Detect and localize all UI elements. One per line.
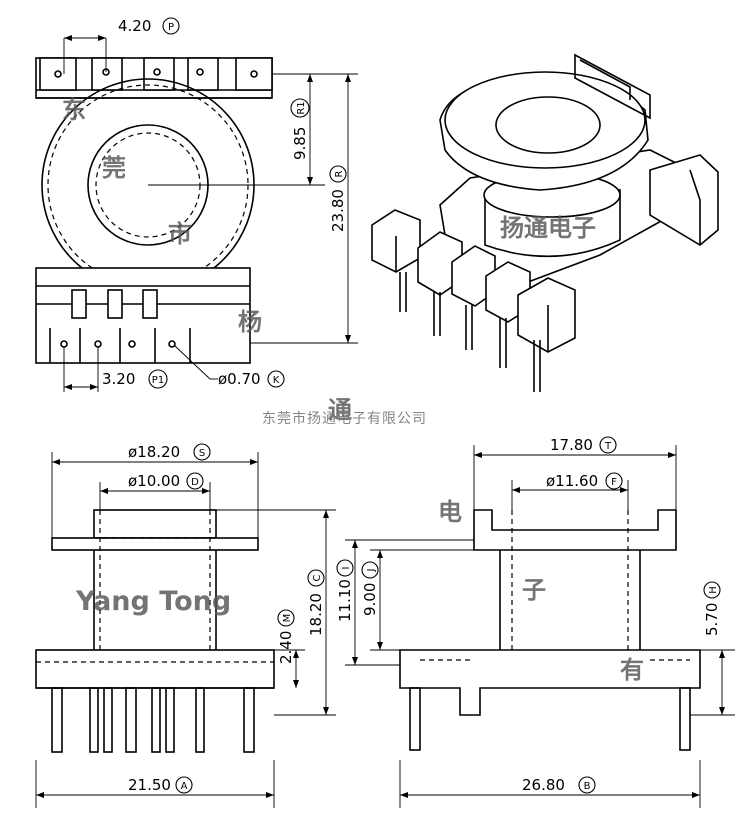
watermark-char-3: 市 xyxy=(168,220,192,248)
dim-pitch-bottom: 3.20 P1 xyxy=(102,369,168,389)
watermark-char-8: 有 xyxy=(620,656,644,684)
watermark-center-label: 扬通电子 xyxy=(500,214,596,242)
svg-text:9.00: 9.00 xyxy=(361,583,379,616)
dim-base-height: 2.40 M xyxy=(277,609,295,664)
svg-text:F: F xyxy=(611,477,617,488)
svg-text:R1: R1 xyxy=(296,101,307,114)
svg-text:P: P xyxy=(168,22,174,33)
svg-text:2.40: 2.40 xyxy=(277,631,295,664)
svg-text:B: B xyxy=(584,781,591,792)
svg-text:K: K xyxy=(273,375,280,386)
watermark-char-7: 子 xyxy=(522,576,546,604)
watermark-english: Yang Tong xyxy=(76,586,232,617)
dim-pin-length: 5.70 H xyxy=(703,581,721,636)
watermark-char-1: 东 xyxy=(62,96,86,124)
dim-width: 21.50 A xyxy=(128,776,193,794)
svg-text:D: D xyxy=(191,477,199,488)
svg-text:21.50: 21.50 xyxy=(128,776,171,794)
top-view xyxy=(35,35,358,392)
svg-text:17.80: 17.80 xyxy=(550,436,593,454)
svg-text:I: I xyxy=(341,567,352,570)
watermark-char-4: 杨 xyxy=(238,308,262,336)
svg-text:A: A xyxy=(181,781,188,792)
dim-inner-dia: ø10.00 D xyxy=(128,472,204,490)
dim-total-height: 23.80 R xyxy=(329,165,347,232)
isometric-view xyxy=(371,53,719,392)
svg-text:H: H xyxy=(708,586,719,594)
svg-text:S: S xyxy=(199,448,205,459)
dim-core-dia: ø11.60 F xyxy=(546,472,623,490)
svg-text:5.70: 5.70 xyxy=(703,603,721,636)
watermark-char-2: 莞 xyxy=(102,154,126,182)
svg-text:T: T xyxy=(604,441,612,452)
dim-pitch-top: 4.20 P xyxy=(118,17,180,35)
front-view xyxy=(35,452,336,808)
watermark-company: 东莞市扬通电子有限公司 xyxy=(262,411,427,427)
dim-pin-dia: ø0.70 K xyxy=(218,370,285,388)
watermark-char-5: 通 xyxy=(328,396,352,424)
svg-text:3.20: 3.20 xyxy=(102,370,135,388)
side-view xyxy=(345,445,735,808)
svg-text:ø18.20: ø18.20 xyxy=(128,443,180,461)
dim-half-height: 9.85 R1 xyxy=(290,98,310,160)
svg-text:9.85: 9.85 xyxy=(291,127,309,160)
svg-text:ø0.70: ø0.70 xyxy=(218,370,261,388)
svg-text:11.10: 11.10 xyxy=(336,579,354,622)
svg-text:C: C xyxy=(312,574,323,581)
svg-text:23.80: 23.80 xyxy=(329,189,347,232)
svg-text:4.20: 4.20 xyxy=(118,17,151,35)
dim-flange-dia: ø18.20 S xyxy=(128,443,211,461)
svg-text:ø11.60: ø11.60 xyxy=(546,472,598,490)
dim-height-j: 9.00 J xyxy=(361,561,379,616)
dim-top-width: 17.80 T xyxy=(550,436,617,454)
svg-text:ø10.00: ø10.00 xyxy=(128,472,180,490)
svg-text:R: R xyxy=(334,170,345,177)
dim-height: 18.20 C xyxy=(307,569,325,636)
svg-text:M: M xyxy=(282,614,293,623)
svg-text:18.20: 18.20 xyxy=(307,593,325,636)
svg-text:P1: P1 xyxy=(152,375,164,386)
svg-text:J: J xyxy=(366,569,377,573)
svg-text:26.80: 26.80 xyxy=(522,776,565,794)
watermark-char-6: 电 xyxy=(438,498,462,526)
dim-depth: 26.80 B xyxy=(522,776,596,794)
dim-height-i: 11.10 I xyxy=(336,559,354,622)
